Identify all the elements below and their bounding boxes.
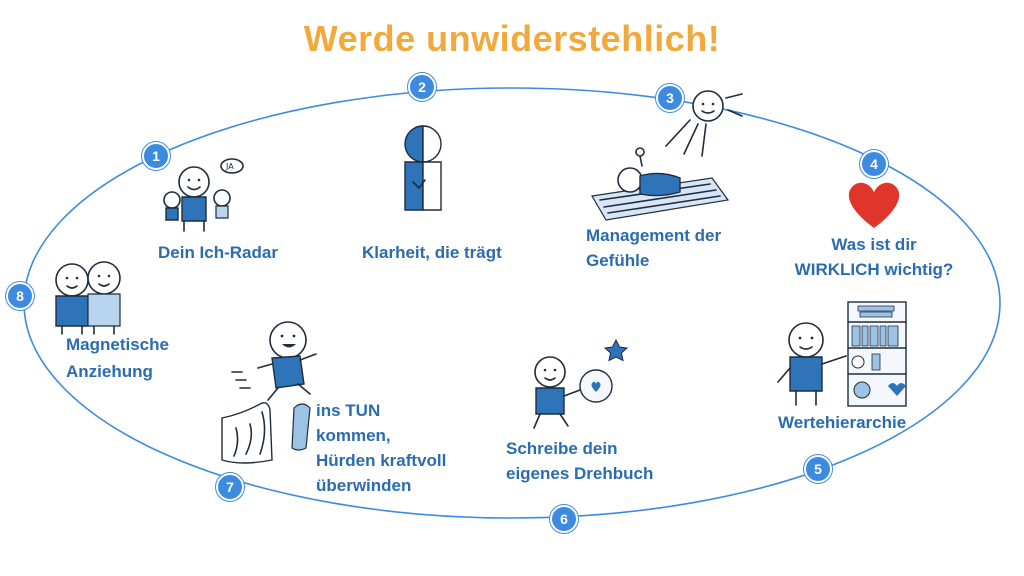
- step-badge-7: 7: [216, 473, 244, 501]
- step-label-7: ins TUN kommen, Hürden kraftvoll überwin…: [316, 401, 447, 495]
- step-badge-5: 5: [804, 455, 832, 483]
- heart-icon: [848, 182, 900, 228]
- step-badge-3: 3: [656, 84, 684, 112]
- half-blue-figure-icon: [404, 125, 442, 211]
- step-label-2: Klarheit, die trägt: [362, 243, 502, 262]
- step-label-5: Wertehierarchie: [778, 413, 907, 432]
- step-label-8: Magnetische Anziehung: [66, 335, 169, 381]
- step-label-1: Dein Ich-Radar: [158, 243, 278, 262]
- star-icon: [603, 338, 629, 362]
- step-badge-2: 2: [408, 73, 436, 101]
- step-label-3: Management der Gefühle: [586, 226, 722, 270]
- shelf-figure-icon: [777, 301, 907, 407]
- sunbathing-figure-icon: [591, 90, 743, 221]
- hugging-figures-icon: [55, 261, 121, 335]
- page-title: Werde unwiderstehlich!: [303, 18, 721, 59]
- step-badge-1: 1: [142, 142, 170, 170]
- step-badge-8: 8: [6, 282, 34, 310]
- svg-text:JA: JA: [225, 162, 234, 171]
- script-figure-icon: [533, 338, 629, 429]
- step-label-6: Schreibe dein eigenes Drehbuch: [506, 439, 654, 483]
- step-label-4: Was ist dir WIRKLICH wichtig?: [794, 235, 954, 279]
- people-radar-icon: JA: [163, 158, 244, 232]
- step-badge-6: 6: [550, 505, 578, 533]
- step-badge-4: 4: [860, 150, 888, 178]
- jumping-figure-icon: [221, 321, 317, 464]
